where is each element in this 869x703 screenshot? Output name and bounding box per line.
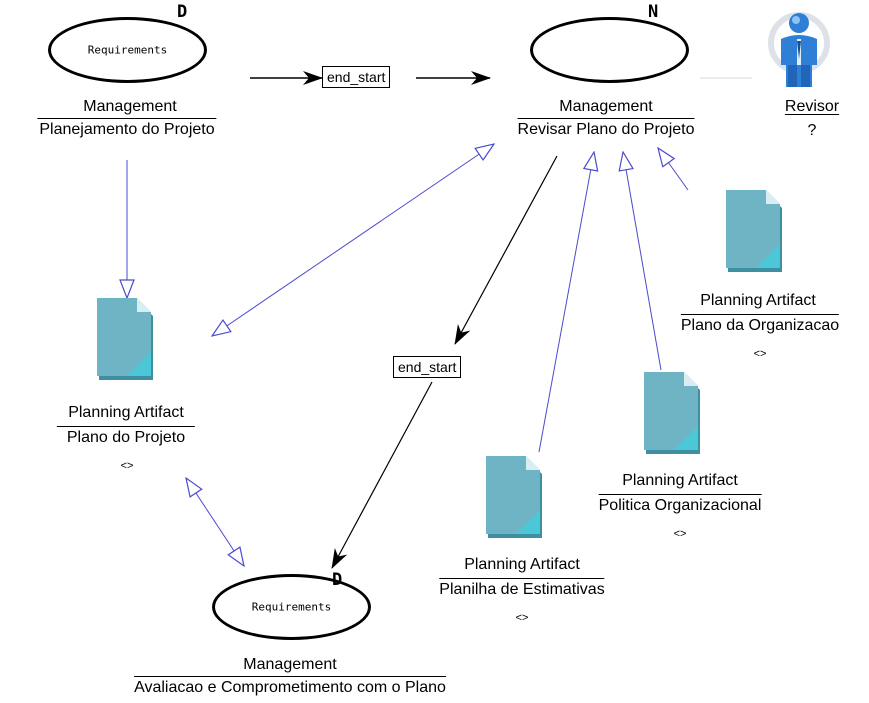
artifact-planilha-name: Planilha de Estimativas xyxy=(439,578,605,599)
activity-revisar-shape[interactable] xyxy=(530,17,689,83)
assoc-plano-revisar xyxy=(212,144,494,336)
assoc-plano-avaliacao xyxy=(186,478,244,566)
artifact-politica-title: Planning Artifact xyxy=(622,472,738,489)
activity-planejamento-stereotype: Requirements xyxy=(87,43,168,57)
role-revisor-icon[interactable] xyxy=(766,5,832,91)
activity-avaliacao-shape[interactable]: Requirements xyxy=(212,574,371,640)
activity-revisar-title: Management xyxy=(559,98,653,115)
assoc-estimativas-revisar xyxy=(538,152,594,453)
activity-planejamento-name: Planejamento do Projeto xyxy=(37,118,217,139)
activity-avaliacao-kind: D xyxy=(332,570,343,590)
artifact-plano-projeto-name: Plano do Projeto xyxy=(56,426,196,447)
activity-planejamento-kind: D xyxy=(177,2,188,22)
activity-avaliacao-title: Management xyxy=(243,656,337,673)
activity-planejamento-shape[interactable]: Requirements xyxy=(48,17,207,83)
activity-avaliacao-name: Avaliacao e Comprometimento com o Plano xyxy=(134,676,446,697)
artifact-plano-organizacao-title: Planning Artifact xyxy=(700,292,816,309)
artifact-plano-organizacao-name: Plano da Organizacao xyxy=(680,314,840,335)
flow-line-mid-b xyxy=(331,381,433,569)
edge-label-middle: end_start xyxy=(393,356,462,378)
assoc-politica-revisar xyxy=(623,152,662,371)
assoc-organizacao-revisar xyxy=(658,148,689,191)
role-revisor-name: Revisor xyxy=(784,98,840,115)
role-revisor-detail: ? xyxy=(807,122,817,139)
artifact-plano-organizacao-stereotype: <> xyxy=(753,348,767,360)
activity-revisar-name: Revisar Plano do Projeto xyxy=(517,118,695,139)
edge-label-top: end_start xyxy=(322,66,391,88)
flow-line-mid-a xyxy=(454,155,558,345)
artifact-politica-icon[interactable] xyxy=(644,372,702,458)
artifact-politica-name: Politica Organizacional xyxy=(598,494,762,515)
artifact-plano-projeto-title: Planning Artifact xyxy=(68,404,184,421)
artifact-plano-organizacao-icon[interactable] xyxy=(726,190,784,276)
artifact-plano-projeto-icon[interactable] xyxy=(97,298,155,384)
artifact-planilha-icon[interactable] xyxy=(486,456,544,542)
artifact-planilha-title: Planning Artifact xyxy=(464,556,580,573)
artifact-plano-projeto-stereotype: <> xyxy=(120,460,134,472)
activity-planejamento-title: Management xyxy=(83,98,177,115)
activity-revisar-kind: N xyxy=(648,2,659,22)
artifact-politica-stereotype: <> xyxy=(673,528,687,540)
artifact-planilha-stereotype: <> xyxy=(515,612,529,624)
activity-avaliacao-stereotype: Requirements xyxy=(251,600,332,614)
